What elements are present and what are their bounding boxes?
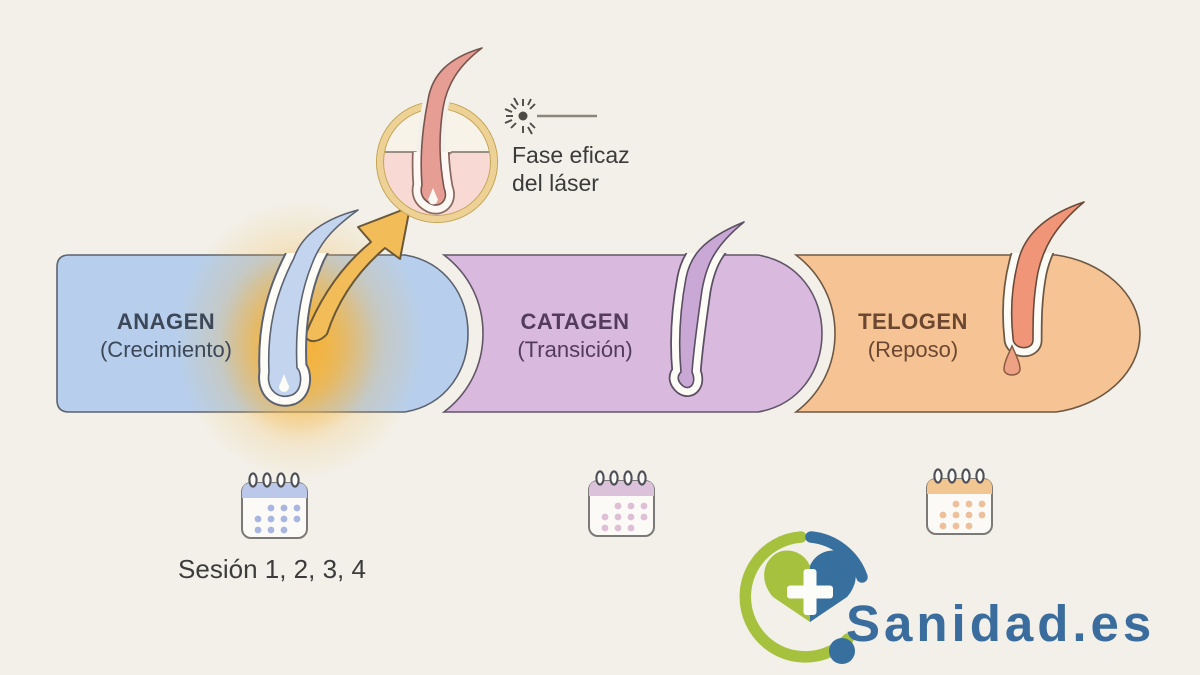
anagen-label: ANAGEN (Crecimiento) (56, 309, 276, 364)
calendar-icon-anagen (241, 472, 308, 539)
laser-note: Fase eficaz del láser (512, 141, 630, 197)
catagen-title: CATAGEN (520, 309, 630, 334)
logo-dot (829, 638, 855, 664)
session-caption: Sesión 1, 2, 3, 4 (178, 554, 366, 584)
heart-cross-logo-icon (739, 531, 868, 664)
logo-cross-icon (787, 569, 833, 615)
telogen-subtitle: (Reposo) (867, 337, 959, 363)
calendar-icon-catagen (588, 470, 655, 537)
telogen-pill (793, 254, 1141, 413)
catagen-label: CATAGEN (Transición) (465, 309, 685, 364)
magnifier-circle (375, 48, 499, 224)
telogen-label: TELOGEN (Reposo) (803, 309, 1023, 364)
logo-heart-right (810, 550, 856, 622)
laser-note-line1: Fase eficaz (512, 142, 630, 168)
catagen-subtitle: (Transición) (517, 337, 633, 363)
magnified-bulb-keyhole (428, 188, 438, 205)
telogen-title: TELOGEN (858, 309, 968, 334)
magnify-arrow (304, 206, 411, 342)
anagen-subtitle: (Crecimiento) (99, 337, 233, 363)
laser-note-line2: del láser (512, 170, 599, 196)
anagen-bulb-keyhole (279, 374, 289, 392)
telogen-droplet-icon (1003, 344, 1021, 376)
laser-icon (504, 97, 597, 135)
logo-wordmark: Sanidad.es (846, 595, 1156, 652)
calendar-icon-telogen (926, 468, 993, 535)
anagen-title: ANAGEN (116, 309, 216, 334)
catagen-pill (441, 254, 823, 413)
logo-heart-left (764, 550, 810, 622)
